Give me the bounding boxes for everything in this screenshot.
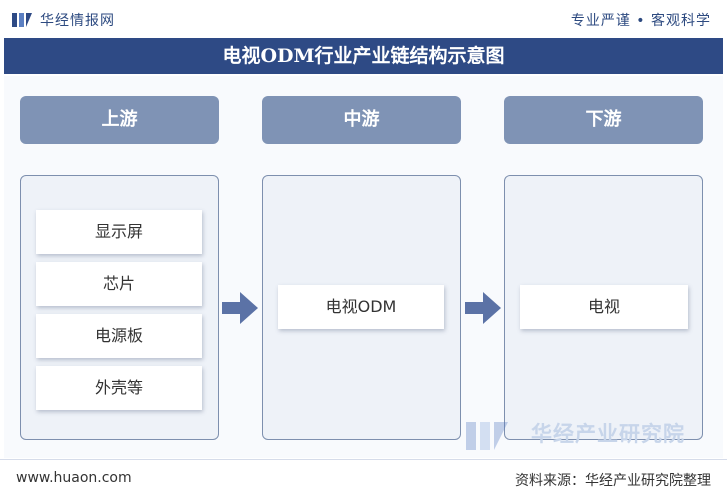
stage-header-midstream: 中游 [262, 96, 461, 144]
diagram-title: 电视ODM行业产业链结构示意图 [4, 38, 723, 74]
huajing-logo-icon [12, 13, 32, 27]
watermark-text: 华经产业研究院 [531, 422, 685, 446]
upstream-item-power-board: 电源板 [36, 314, 202, 358]
brand-name: 华经情报网 [40, 13, 115, 29]
right-arrow-icon [465, 292, 501, 324]
upstream-item-display: 显示屏 [36, 210, 202, 254]
slogan: 专业严谨 • 客观科学 [570, 13, 711, 29]
watermark-logo-icon [466, 422, 508, 450]
stage-header-downstream: 下游 [504, 96, 703, 144]
footer-source: 资料来源：华经产业研究院整理 [515, 473, 711, 489]
right-arrow-icon [222, 292, 258, 324]
stage-header-upstream: 上游 [20, 96, 219, 144]
upstream-item-casing: 外壳等 [36, 366, 202, 410]
footer-website: www.huaon.com [16, 470, 132, 486]
midstream-item-tv-odm: 电视ODM [278, 285, 444, 329]
footer-divider [0, 459, 727, 460]
top-bar: 华经情报网 专业严谨 • 客观科学 [0, 0, 727, 38]
upstream-item-chip: 芯片 [36, 262, 202, 306]
downstream-item-tv: 电视 [520, 285, 688, 329]
